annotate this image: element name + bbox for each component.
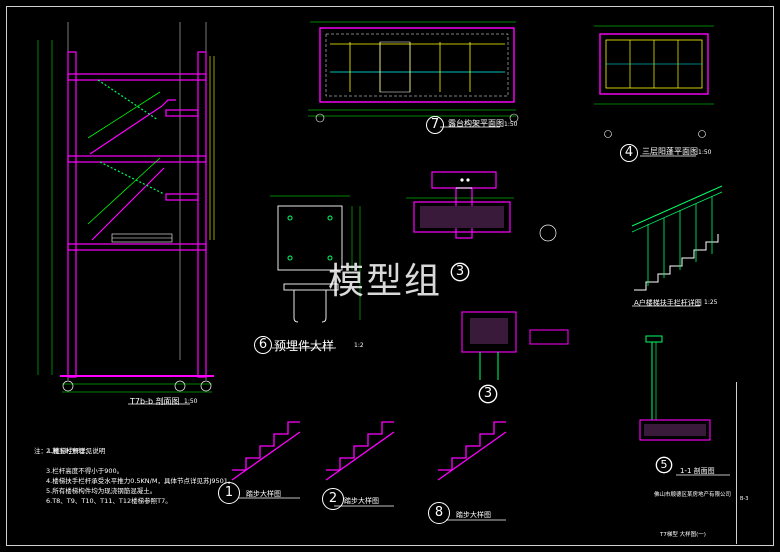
- step2-title: 踏步大样图: [344, 497, 379, 505]
- note-line-1: 注：1.楼梯栏杆详见说明: [34, 447, 106, 455]
- step8-number: 8: [428, 502, 450, 524]
- railing-elevation: [631, 185, 723, 307]
- view5-number: 5: [656, 457, 672, 473]
- title-block-sheet: B-3: [740, 496, 749, 502]
- section-scale: 1:50: [184, 398, 198, 405]
- railing-title: A户楼梯扶手栏杆详图: [634, 299, 702, 307]
- view5-section: [639, 335, 730, 476]
- view4-number: 4: [620, 144, 638, 162]
- view3-detail: [461, 311, 569, 404]
- drawing-name: T7梯型 大样图(一): [660, 532, 706, 538]
- step-details: [231, 421, 507, 521]
- view7-title: 露台构架平面图: [448, 119, 504, 128]
- sheet-border: [6, 6, 774, 546]
- watermark: 模型组: [328, 261, 443, 302]
- note-line-6: 6.T8、T9、T10、T11、T12楼梯参照T7。: [46, 497, 172, 505]
- railing-scale: 1:25: [704, 299, 718, 306]
- note-line-5: 5.所有楼梯构件均为现浇钢筋混凝土。: [46, 487, 157, 495]
- section-view: [37, 22, 215, 405]
- view7-plan: [308, 21, 519, 128]
- beam-detail: [406, 171, 514, 282]
- view4-scale: 1:50: [698, 149, 712, 156]
- view3b-number: 3: [479, 385, 497, 403]
- view6-scale: 1:2: [354, 342, 364, 349]
- view6-title: 预埋件大样: [274, 339, 335, 353]
- general-notes: 注：1.楼梯栏杆详见说明 2.施工时预埋： 3.栏杆高度不得小于900。 4.楼…: [34, 446, 234, 506]
- view6-number: 6: [254, 336, 272, 354]
- view7-number: 7: [426, 116, 444, 134]
- view6-detail: [270, 195, 361, 349]
- note-line-2: 2.施工时预埋：: [46, 447, 92, 455]
- step8-title: 踏步大样图: [456, 511, 491, 519]
- view7-scale: 1:50: [504, 121, 518, 128]
- company-name: 佛山市顺德区某房地产有限公司: [654, 492, 732, 498]
- view4-plan: [594, 25, 714, 157]
- note-line-3: 3.栏杆高度不得小于900。: [46, 467, 124, 475]
- view5-title: 1-1 剖面图: [680, 467, 715, 475]
- section-title: T7b-b 剖面图: [130, 397, 180, 406]
- view3-number: 3: [451, 263, 469, 281]
- view4-title: 三层阳蓬平面图: [642, 147, 698, 156]
- step1-number: 1: [218, 482, 240, 504]
- note-line-4: 4.楼梯扶手栏杆承受水平推力0.5KN/M，具体节点详见苏J9501。: [46, 477, 235, 485]
- step1-title: 踏步大样图: [246, 490, 281, 498]
- step2-number: 2: [322, 488, 344, 510]
- title-block: B-3: [736, 382, 773, 544]
